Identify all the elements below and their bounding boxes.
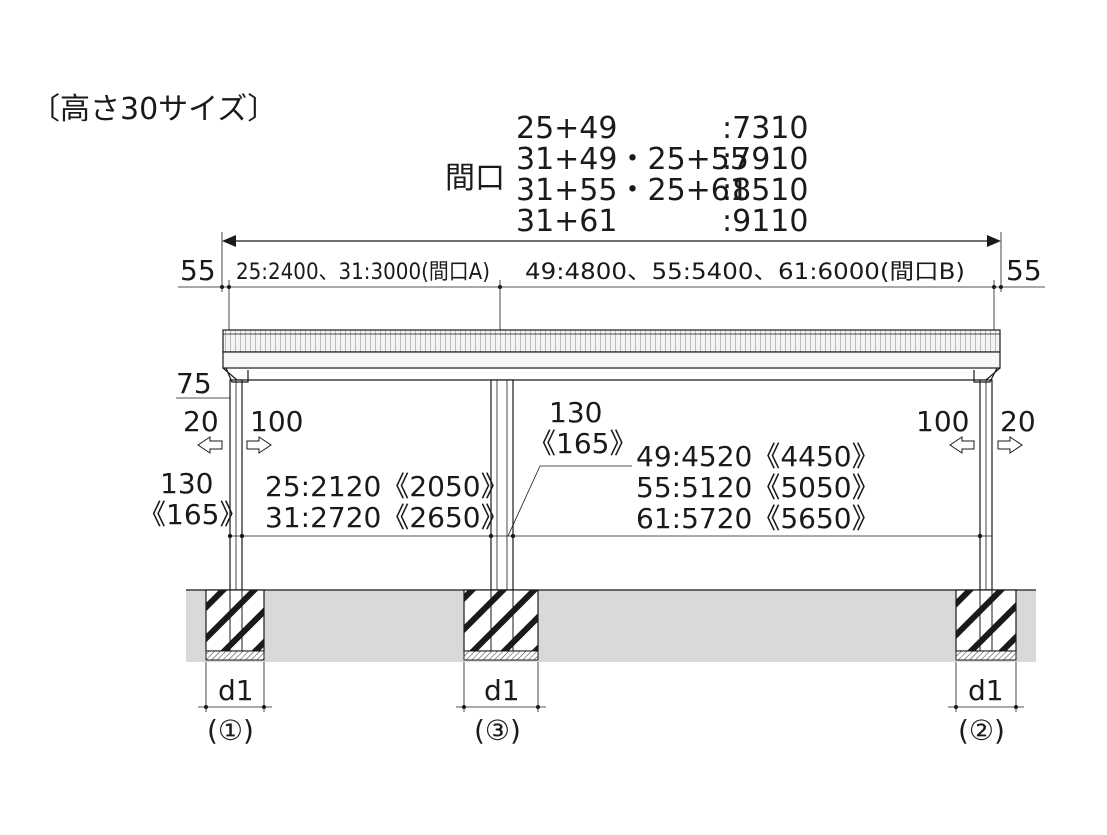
right-adjust-arrows [949, 436, 1023, 454]
post-marker-2: (②) [958, 714, 1005, 747]
center-post-size-alt: 《165》 [528, 427, 637, 460]
frontage-combo-2: 31+49・25+55 [516, 142, 749, 177]
left-post-size: 130 [160, 467, 213, 500]
inner-b-61: 61:5720《5650》 [636, 502, 880, 535]
span-dimension-row [178, 280, 1045, 330]
frontage-value-4: :9110 [722, 204, 808, 239]
right-outer-offset: 20 [1000, 405, 1036, 438]
frontage-combo-1: 25+49 [516, 111, 617, 146]
footing-center-width: d1 [484, 674, 520, 707]
frontage-value-2: :7910 [722, 142, 808, 177]
frontage-value-3: :8510 [722, 173, 808, 208]
footing-left-width: d1 [218, 674, 254, 707]
span-a-dim: 25:2400、31:3000(間口A) [236, 260, 490, 285]
frontage-combo-4: 31+61 [516, 204, 617, 239]
footing-right [955, 589, 1017, 661]
inner-b-49: 49:4520《4450》 [636, 440, 880, 473]
footing-right-width: d1 [968, 674, 1004, 707]
inner-a-25: 25:2120《2050》 [265, 470, 509, 503]
right-inner-offset: 100 [916, 405, 969, 438]
right-end-dim: 55 [1006, 254, 1042, 287]
post-marker-1: (①) [207, 714, 254, 747]
frontage-label: 間口 [445, 161, 505, 196]
overall-dimension-line [221, 232, 1002, 292]
center-post-size: 130 [549, 396, 602, 429]
beam-height-dim: 75 [176, 367, 212, 400]
post-marker-3: (③) [474, 714, 521, 747]
left-end-dim: 55 [180, 254, 216, 287]
inner-a-31: 31:2720《2650》 [265, 501, 509, 534]
diagram-heading: 〔高さ30サイズ〕 [30, 92, 277, 127]
left-inner-offset: 100 [250, 405, 303, 438]
roof-panel [222, 329, 1001, 381]
footing-left [205, 589, 265, 661]
footing-center [463, 589, 539, 661]
left-adjust-arrows [197, 436, 272, 454]
span-b-dim: 49:4800、55:5400、61:6000(間口B) [525, 260, 965, 285]
ground [186, 589, 1036, 662]
frontage-value-1: :7310 [722, 111, 808, 146]
inner-dimension-line [227, 465, 992, 539]
inner-b-55: 55:5120《5050》 [636, 471, 880, 504]
left-outer-offset: 20 [183, 405, 219, 438]
frontage-combo-3: 31+55・25+61 [516, 173, 749, 208]
left-post-size-alt: 《165》 [138, 498, 247, 531]
footing-dimension-lines [198, 662, 1024, 712]
